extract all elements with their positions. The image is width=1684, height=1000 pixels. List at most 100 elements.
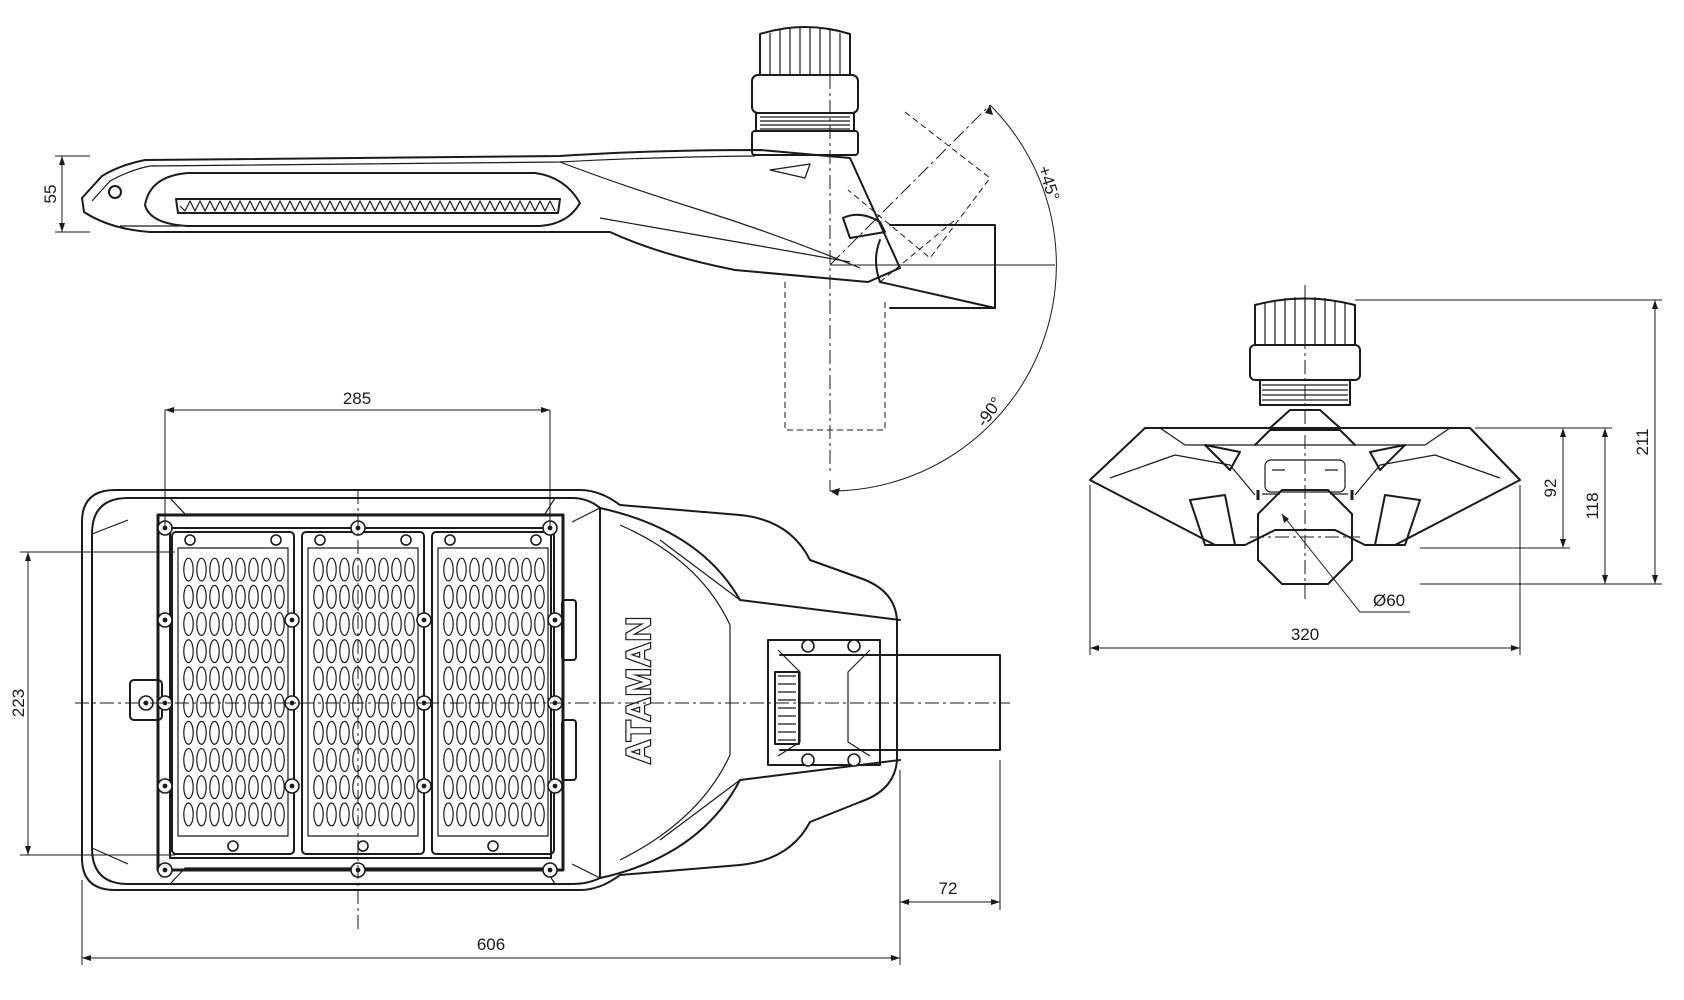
frame-bolt-center <box>552 617 558 623</box>
frame-bolt-center <box>547 867 553 873</box>
led-lens <box>508 775 519 800</box>
led-lens <box>508 666 519 691</box>
led-lens <box>326 775 337 800</box>
led-lens <box>274 639 285 664</box>
led-lens <box>443 666 454 691</box>
led-lens <box>365 802 376 827</box>
led-lens <box>456 557 467 582</box>
led-lens <box>508 611 519 637</box>
side-housing <box>81 149 901 283</box>
led-lens <box>326 693 337 718</box>
led-lens <box>183 775 194 800</box>
led-lens <box>261 639 272 664</box>
module-screw <box>227 840 239 852</box>
led-lens <box>365 584 376 609</box>
led-lens <box>196 747 207 773</box>
led-lens <box>313 611 324 637</box>
led-lens <box>508 693 519 718</box>
led-lens <box>482 775 493 800</box>
led-lens <box>495 693 506 718</box>
led-module-lens-area <box>437 547 549 837</box>
led-lens <box>391 693 402 718</box>
led-lens <box>248 747 259 773</box>
led-lens <box>222 584 233 609</box>
led-lens <box>248 557 259 582</box>
led-lens <box>274 611 285 637</box>
led-lens <box>456 720 467 745</box>
led-lens <box>365 666 376 691</box>
frame-bolt-center <box>162 700 168 706</box>
led-lens <box>391 802 402 827</box>
led-lens <box>326 639 337 664</box>
led-lens <box>534 666 545 691</box>
led-lens <box>378 747 389 773</box>
led-lens <box>391 611 402 637</box>
led-lens <box>261 802 272 827</box>
led-lens <box>326 557 337 582</box>
frame-bolts <box>138 520 563 878</box>
led-lens <box>456 584 467 609</box>
led-lens <box>209 639 220 664</box>
led-lens <box>222 802 233 827</box>
frame-bolt-center <box>162 867 168 873</box>
led-lens <box>196 802 207 827</box>
led-lens <box>235 584 246 609</box>
dim-front-width-label: 320 <box>1291 625 1319 644</box>
led-lens <box>391 639 402 664</box>
led-module-frame <box>171 531 295 855</box>
led-lens <box>235 666 246 691</box>
led-lens <box>534 720 545 745</box>
led-lens <box>482 693 493 718</box>
led-lens <box>469 666 480 691</box>
dim-side-height: 55 <box>41 155 90 233</box>
led-lens <box>378 584 389 609</box>
led-lens <box>482 639 493 664</box>
led-lens <box>378 557 389 582</box>
led-lens <box>534 557 545 582</box>
dim-spigot-length: 72 <box>900 760 1001 910</box>
led-lens <box>404 747 415 773</box>
led-lens <box>313 693 324 718</box>
led-module <box>171 531 295 855</box>
module-screw <box>357 840 369 852</box>
led-module-lens-area <box>307 547 419 837</box>
led-lens <box>196 557 207 582</box>
led-lens <box>521 666 532 691</box>
led-lens <box>495 611 506 637</box>
led-module-lens-area <box>177 547 289 837</box>
brand-logo-text: ATAMAN <box>620 616 658 764</box>
led-lens <box>183 611 194 637</box>
led-lens <box>196 666 207 691</box>
led-lens <box>404 639 415 664</box>
led-lens <box>521 584 532 609</box>
led-lens <box>183 720 194 745</box>
module-screw <box>184 534 196 546</box>
led-lens <box>261 775 272 800</box>
led-lens <box>326 802 337 827</box>
frame-bolt-center <box>162 617 168 623</box>
led-lens <box>313 666 324 691</box>
led-lens <box>469 584 480 609</box>
led-lens <box>313 584 324 609</box>
led-lens <box>183 666 194 691</box>
led-lens <box>209 693 220 718</box>
led-lens <box>339 557 350 582</box>
led-lens <box>443 747 454 773</box>
module-screw <box>530 534 542 546</box>
led-lens <box>209 747 220 773</box>
led-lens <box>261 747 272 773</box>
led-lens <box>534 775 545 800</box>
led-lens <box>248 775 259 800</box>
led-lens <box>378 775 389 800</box>
frame-bolt-center <box>289 617 295 623</box>
led-module-array <box>171 531 555 855</box>
led-lens <box>378 666 389 691</box>
led-lens <box>261 611 272 637</box>
led-lens <box>339 720 350 745</box>
led-lens <box>404 775 415 800</box>
led-lens <box>261 720 272 745</box>
top-view: ATAMAN 285 223 606 <box>9 389 1010 965</box>
led-lens <box>469 693 480 718</box>
led-lens <box>378 639 389 664</box>
led-lens <box>313 802 324 827</box>
